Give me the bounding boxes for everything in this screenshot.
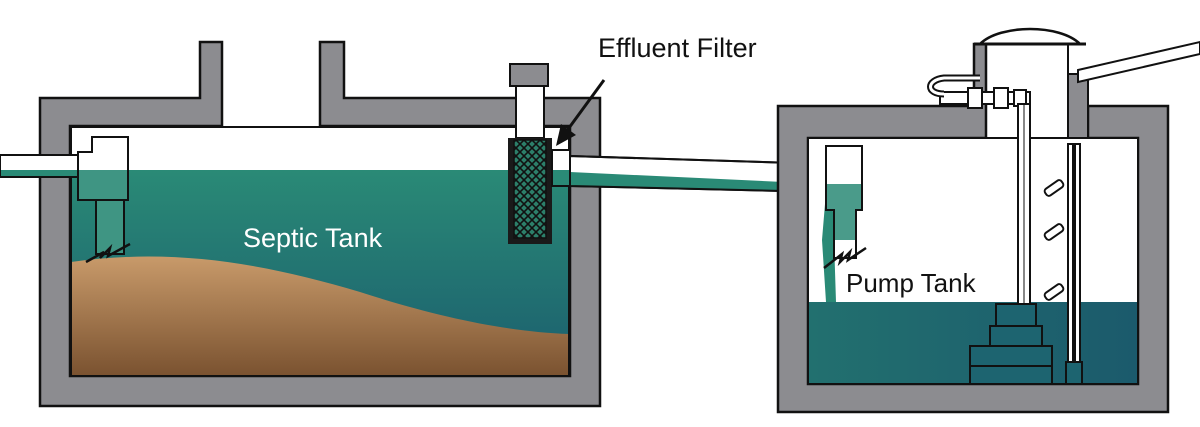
- effluent-filter-label: Effluent Filter: [598, 33, 757, 63]
- inlet-pipe: [0, 154, 93, 178]
- septic-tank: [38, 40, 602, 408]
- effluent-filter-pointer: [556, 79, 606, 146]
- pump-inlet-baffle: [823, 145, 867, 269]
- pump-riser-lid: [976, 27, 1084, 46]
- pump-assembly: [927, 40, 1200, 385]
- septic-sludge: [71, 256, 569, 376]
- inlet-baffle: [77, 136, 131, 264]
- float-switch: [1043, 223, 1065, 241]
- pump-tank-label: Pump Tank: [846, 268, 977, 298]
- filter-riser: [515, 85, 545, 139]
- filter-cap: [509, 63, 549, 87]
- float-switch: [1043, 283, 1065, 301]
- float-tree: [1043, 143, 1083, 385]
- filter-mesh: [513, 139, 547, 239]
- float-switch: [1043, 179, 1065, 197]
- discharge-line: [1077, 40, 1200, 84]
- effluent-filter: [508, 63, 571, 244]
- septic-tank-label: Septic Tank: [243, 223, 383, 253]
- transfer-pipe: [569, 154, 827, 194]
